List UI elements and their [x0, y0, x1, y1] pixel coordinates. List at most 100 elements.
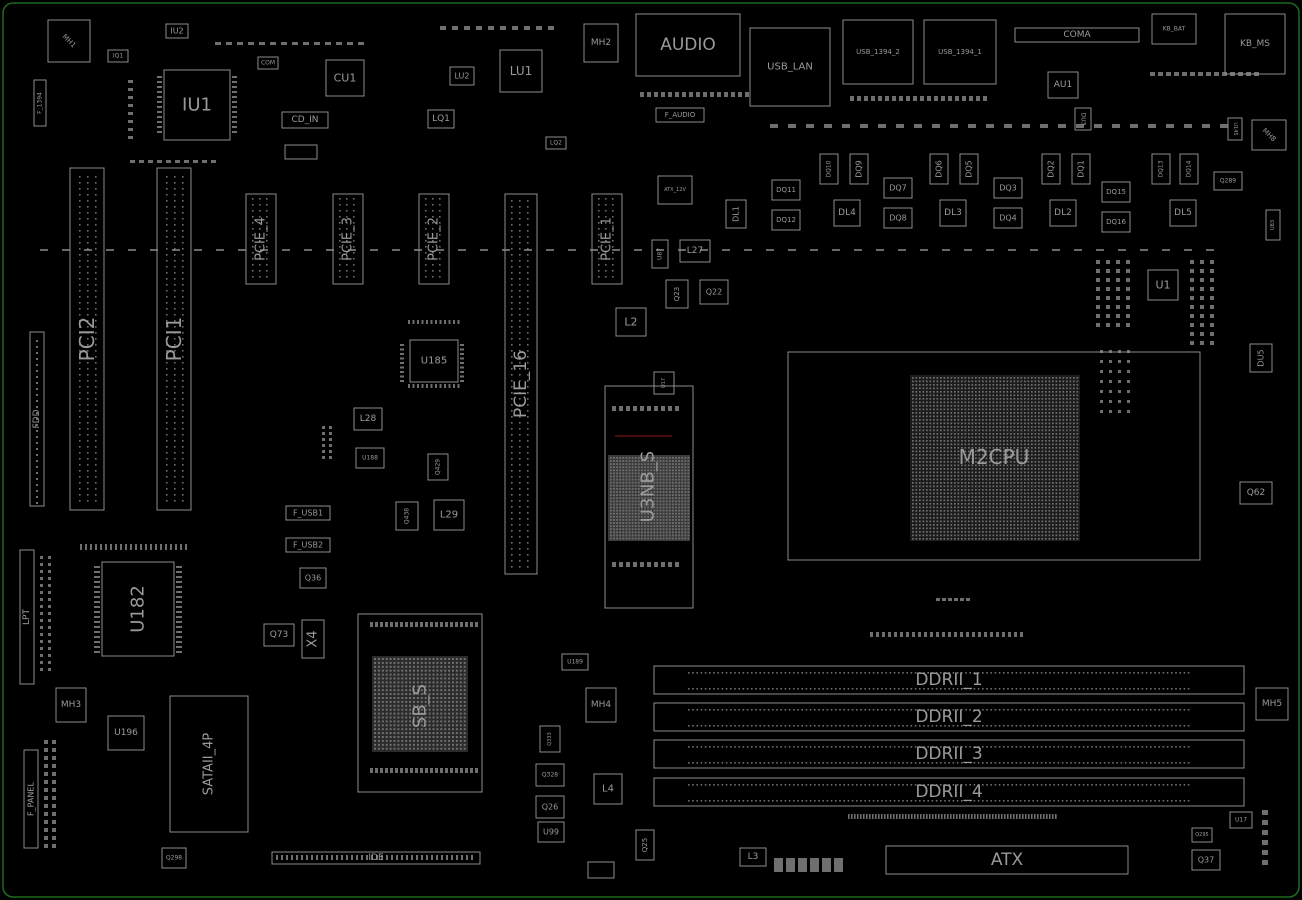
u188-label: U188 [362, 455, 378, 462]
nb-label: NB_S [638, 451, 659, 497]
u182-outline [101, 561, 175, 657]
q328-outline [535, 763, 565, 787]
u99-outline [537, 821, 565, 843]
u185-pins-bottom [408, 384, 460, 388]
u188-outline [355, 447, 385, 469]
pcie3-pins [339, 198, 355, 278]
dq16-outline [1101, 211, 1131, 233]
f-usb2-header-outline [285, 537, 331, 553]
au1-outline [1047, 71, 1079, 99]
dq14-outline [1179, 153, 1199, 185]
ddrii-3-pins-a [688, 746, 1190, 748]
q36-label: Q36 [305, 574, 321, 583]
pads-left-2 [130, 160, 216, 163]
pci1-pins [166, 176, 184, 502]
q25-label: Q25 [641, 838, 649, 852]
pads-cpu-right [1100, 350, 1130, 413]
x4-crystal-label: X4 [306, 630, 321, 647]
q22-outline [699, 279, 729, 305]
sb-outline [357, 613, 483, 793]
cpu-socket-outline [787, 351, 1201, 561]
u196-outline [107, 715, 145, 751]
dq5-outline [959, 153, 979, 185]
q438-label: Q438 [404, 508, 411, 524]
q295-label: Q295 [1195, 832, 1208, 838]
sata-connector-label: SATAII_4P [202, 733, 217, 796]
outline-layer [19, 13, 1289, 879]
dq11-label: DQ11 [776, 186, 796, 194]
q289-outline [1213, 171, 1243, 191]
pci2-pins [79, 176, 97, 502]
q328-label: Q328 [542, 772, 558, 779]
audio-jack-outline [635, 13, 741, 77]
nb-outline [604, 385, 694, 609]
dl2-label: DL2 [1054, 208, 1072, 218]
kb-bat-label: KB_BAT [1163, 26, 1186, 33]
ddrii-4-pins-b [688, 800, 1190, 802]
pads-audio-row [640, 92, 749, 97]
u145-label: U145 [1232, 122, 1238, 135]
iu1-pins-right [232, 76, 237, 133]
f-usb1-header-outline [285, 505, 331, 521]
pcie4-slot-label: PCIE_4 [254, 217, 269, 261]
com-chip-outline [257, 56, 279, 70]
usb1394-1-port-label: USB_1394_1 [938, 48, 982, 56]
au1-label: AU1 [1054, 80, 1072, 90]
ddrii-2-pins-b [688, 725, 1190, 727]
q62-label: Q62 [1247, 488, 1266, 498]
du5-outline [1249, 343, 1273, 373]
q22-label: Q22 [706, 288, 722, 297]
f-panel-header-outline [23, 749, 39, 849]
pads-top-3 [850, 96, 987, 101]
q73-outline [263, 623, 295, 647]
usb1394-2-port-label: USB_1394_2 [856, 48, 900, 56]
dq13-label: DQ13 [1158, 160, 1165, 177]
u182-pins-top [80, 544, 187, 550]
pads-lower-right [1262, 810, 1268, 865]
lq1-outline [427, 109, 455, 129]
pcie16-slot-label: PCIE_16 [511, 350, 531, 418]
dq1-outline [1071, 153, 1091, 185]
kb-ms-port-label: KB_MS [1240, 39, 1270, 49]
u17-outline [1229, 811, 1253, 829]
q73-label: Q73 [270, 630, 289, 640]
lpt-header-label: LPT [22, 609, 32, 625]
lq1-label: LQ1 [432, 114, 450, 124]
lq2-label: LQ2 [550, 140, 562, 147]
dq12-label: DQ12 [776, 216, 796, 224]
pci2-slot-outline [69, 167, 105, 511]
q37-label: Q37 [1198, 856, 1214, 865]
pcie2-slot-label: PCIE_2 [427, 217, 442, 261]
cu1-label: CU1 [334, 72, 357, 85]
cu1-outline [325, 59, 365, 97]
u83-label: U83 [1270, 220, 1276, 230]
mh5-outline [1255, 687, 1289, 721]
u185-outline [409, 339, 459, 383]
dq11-outline [771, 179, 801, 201]
dq8-outline [883, 207, 913, 229]
coma-header-outline [1014, 27, 1140, 43]
q37-outline [1191, 849, 1221, 871]
ide-pins [276, 855, 473, 860]
dl5-outline [1169, 199, 1197, 227]
ddrii-4-slot-label: DDRII_4 [915, 782, 982, 802]
pcie16-slot-outline [504, 193, 538, 575]
ide-connector-label: IDE [368, 853, 384, 863]
q295-outline [1191, 827, 1213, 843]
pcie16-pins [511, 200, 529, 568]
q429-label: Q429 [435, 459, 442, 475]
dq4-label: DQ4 [999, 214, 1017, 223]
usb1394-2-port-outline [842, 19, 914, 85]
atx-connector-label: ATX [991, 850, 1024, 870]
mh3-label: MH3 [61, 700, 81, 710]
q23-outline [665, 279, 689, 309]
u182-label: U182 [128, 585, 149, 633]
ddrii-1-slot-outline [653, 665, 1245, 695]
dl3-outline [939, 199, 967, 227]
q26-outline [535, 795, 565, 819]
u182-pins-left [94, 566, 100, 653]
dq8-label: DQ8 [889, 214, 907, 223]
